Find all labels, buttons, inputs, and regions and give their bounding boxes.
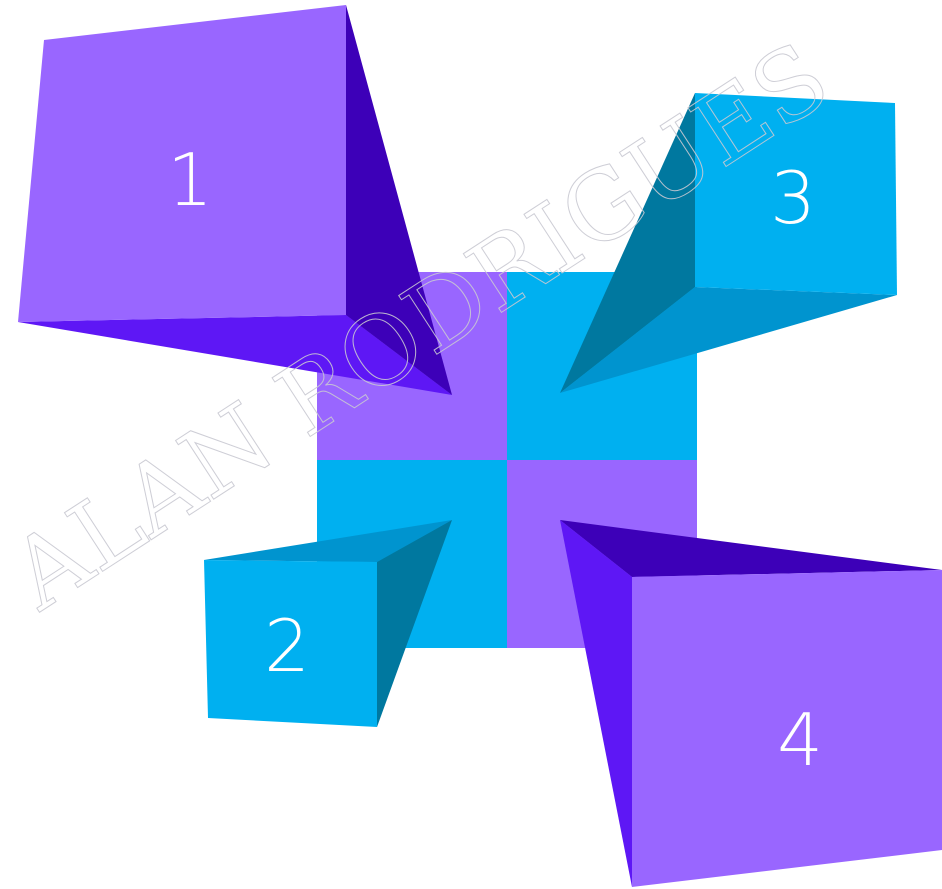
- block-4-number: 4: [777, 698, 823, 782]
- block-4: 4: [560, 520, 942, 887]
- block-2-number: 2: [264, 604, 310, 688]
- block-3-number: 3: [770, 156, 816, 240]
- block-1-number: 1: [167, 138, 213, 222]
